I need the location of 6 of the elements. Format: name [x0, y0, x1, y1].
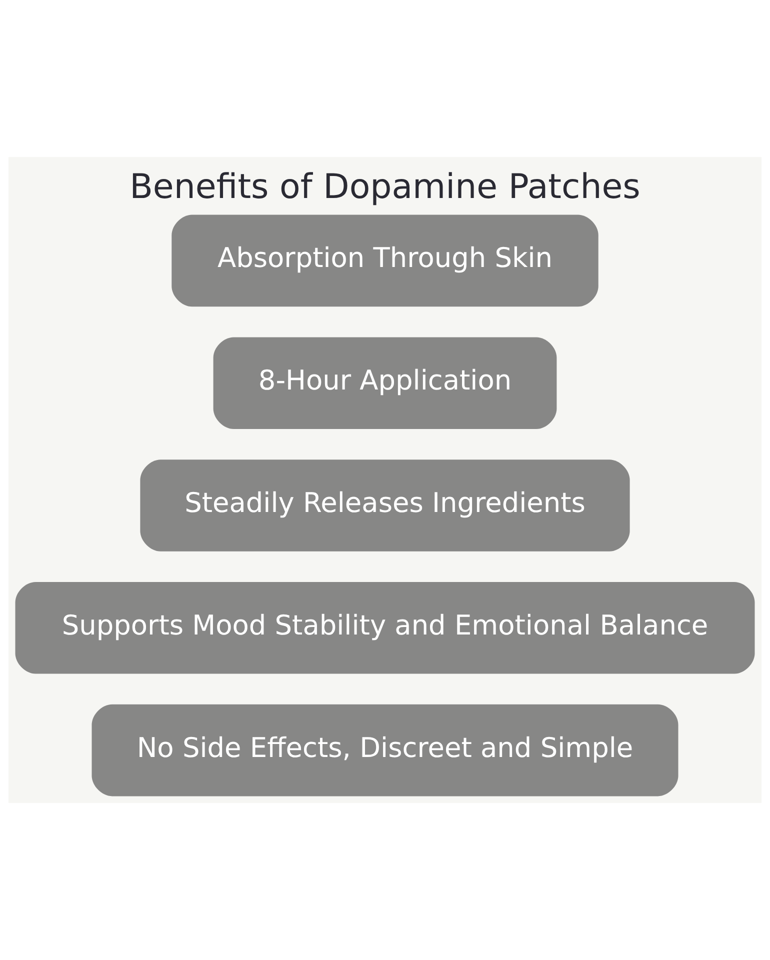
node-box: Supports Mood Stability and Emotional Balance — [15, 582, 755, 674]
node-box: 8-Hour Application — [213, 337, 557, 429]
node-box: Steadily Releases Ingredients — [140, 460, 630, 552]
diagram-title: Benefits of Dopamine Patches — [130, 166, 640, 207]
node-box: Absorption Through Skin — [172, 214, 598, 307]
node-box: No Side Effects, Discreet and Simple — [92, 704, 678, 796]
